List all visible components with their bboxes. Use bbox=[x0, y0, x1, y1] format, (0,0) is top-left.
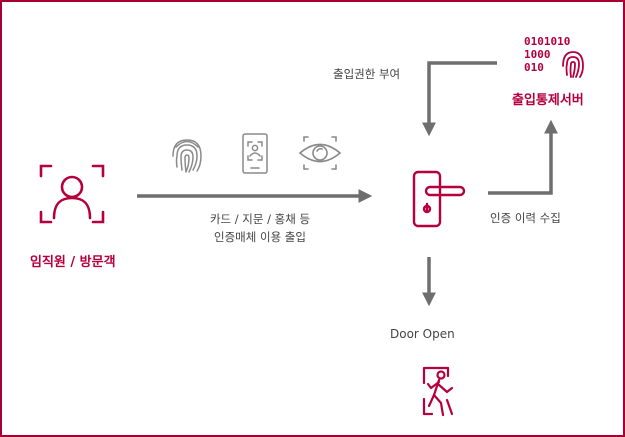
binary-row-2: 1000 bbox=[524, 48, 551, 61]
server-fingerprint-icon: 0101010 1000 010 bbox=[524, 35, 584, 78]
binary-row-1: 0101010 bbox=[524, 35, 570, 48]
eye-icon bbox=[298, 136, 342, 170]
walking-exit-icon bbox=[422, 366, 454, 417]
grant-label: 출입권한 부여 bbox=[333, 67, 401, 81]
log-label: 인증 이력 수집 bbox=[490, 211, 561, 225]
door-open-label: Door Open bbox=[390, 327, 455, 341]
binary-row-3: 010 bbox=[524, 61, 544, 74]
grant-arrow bbox=[422, 61, 497, 137]
server-label: 출입통제서버 bbox=[512, 93, 584, 108]
user-label: 임직원 / 방문객 bbox=[30, 255, 116, 270]
log-arrow bbox=[488, 119, 558, 195]
auth-line-1: 카드 / 지문 / 홍채 등 bbox=[209, 212, 311, 226]
user-icon bbox=[39, 164, 105, 224]
auth-line-2: 인증매체 이용 출입 bbox=[214, 230, 306, 244]
fingerprint-icon bbox=[172, 139, 202, 173]
mobile-face-id-icon bbox=[242, 133, 268, 174]
door-handle-icon bbox=[412, 170, 466, 228]
